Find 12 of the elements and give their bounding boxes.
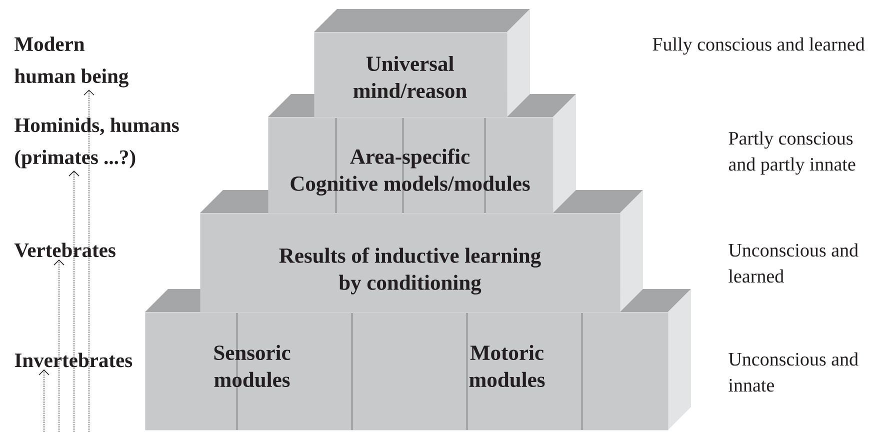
taxon-label: Invertebrates [14,352,132,368]
annotation: Partly conscious and partly innate [728,131,856,175]
annotation: Fully conscious and learned [652,37,865,55]
dotted-arrow [84,90,94,432]
annotation: Unconscious and learned [728,243,858,283]
taxon-label: Vertebrates [14,242,116,258]
taxon-label: Hominids, humans (primates ...?) [14,118,179,168]
annotation: Unconscious and innate [728,352,858,392]
dotted-arrow [38,369,50,432]
dotted-arrow [54,259,64,432]
dotted-arrow [68,170,80,432]
taxon-label: Modern human being [14,36,128,88]
